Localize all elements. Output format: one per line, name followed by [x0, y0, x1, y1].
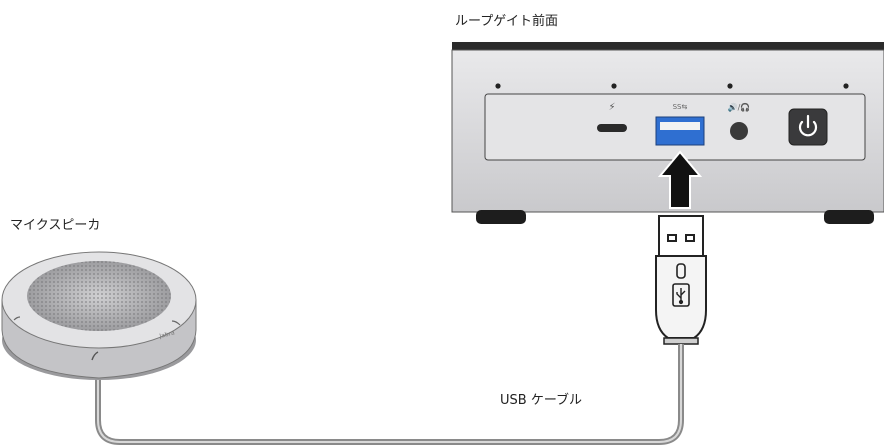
usb-plug-hole [685, 234, 695, 242]
device-top-edge [452, 42, 884, 52]
insert-arrow-icon [657, 150, 703, 209]
speakerphone: Jabra [1, 251, 197, 380]
speaker-volume-icon [171, 320, 181, 326]
thunderbolt-icon: ⚡ [608, 102, 615, 113]
loopgate-device: ⚡ SS⇆ 🔊/🎧 [451, 42, 884, 224]
speaker-mute-icon [13, 316, 21, 321]
usb-icon-frame [672, 283, 690, 307]
usb-plug [655, 215, 707, 345]
audio-jack[interactable] [730, 122, 748, 140]
led-dot [611, 83, 617, 89]
usb-cable-highlight [97, 344, 682, 443]
led-dot [843, 83, 849, 89]
usb-superspeed-icon: SS⇆ [673, 103, 688, 111]
speaker-mesh-dots [27, 261, 171, 331]
usb-icon [676, 288, 686, 305]
usb-a-port-tongue [660, 122, 700, 130]
power-icon [798, 114, 818, 137]
led-dot [727, 83, 733, 89]
usb-plug-metal [658, 215, 704, 257]
usb-plug-hole [667, 234, 677, 242]
device-foot-right [824, 210, 874, 224]
device-foot-left [476, 210, 526, 224]
device-front-label: ループゲイト前面 [455, 14, 558, 29]
speaker-call-icon [91, 351, 99, 361]
usb-c-port[interactable] [597, 124, 627, 132]
speaker-brand-logo: Jabra [158, 329, 176, 340]
cable-label: USB ケーブル [500, 393, 583, 408]
led-dot [495, 83, 501, 89]
usb-plug-led-slot [676, 263, 686, 279]
headphone-icon: 🔊/🎧 [728, 102, 751, 112]
usb-a-port[interactable] [655, 116, 705, 146]
usb-plug-strain-relief [663, 337, 699, 345]
speaker-label: マイクスピーカ [10, 218, 101, 233]
usb-cable [95, 344, 684, 445]
